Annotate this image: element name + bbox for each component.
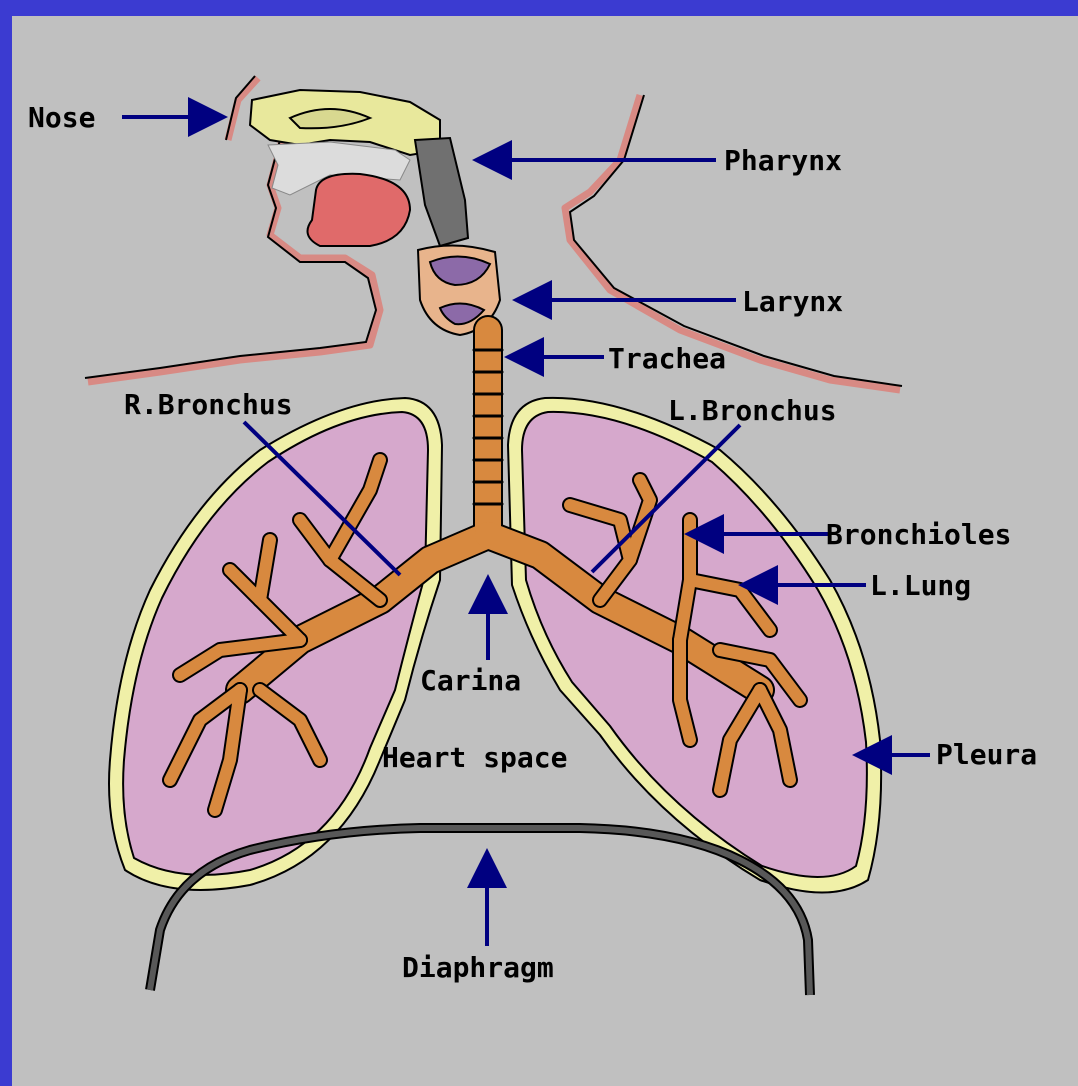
label-l-bronchus: L.Bronchus (668, 394, 837, 427)
label-carina: Carina (420, 664, 521, 697)
label-trachea: Trachea (608, 342, 726, 375)
nasal-cavity (250, 90, 440, 246)
label-diaphragm: Diaphragm (402, 951, 554, 984)
label-pharynx: Pharynx (724, 144, 842, 177)
label-larynx: Larynx (742, 285, 843, 318)
label-pleura: Pleura (936, 738, 1037, 771)
label-heart-space: Heart space (382, 741, 567, 774)
label-l-lung: L.Lung (870, 569, 971, 602)
pharynx-tube (415, 138, 468, 246)
label-bronchioles: Bronchioles (826, 518, 1011, 551)
label-r-bronchus: R.Bronchus (124, 388, 293, 421)
label-nose: Nose (28, 101, 95, 134)
